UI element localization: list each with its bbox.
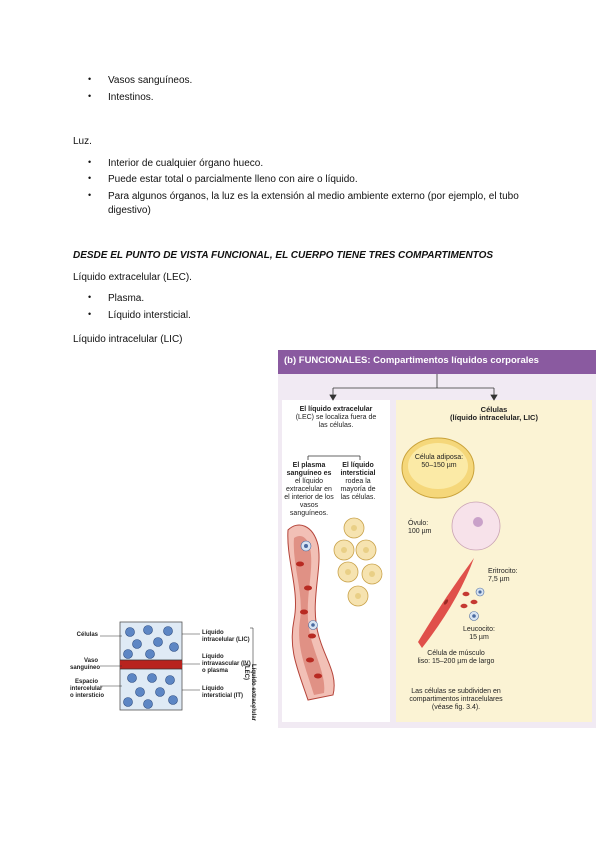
label-liquido: Líquido [202,686,224,692]
figure-title-bar: (b) FUNCIONALES: Compartimentos líquidos… [278,350,596,374]
section-heading: DESDE EL PUNTO DE VISTA FUNCIONAL, EL CU… [73,250,494,261]
bullet: • [88,157,92,167]
list-item-continuation: digestivo) [108,205,151,216]
list-item: Interior de cualquier órgano hueco. [108,158,264,169]
compartment-illustration [100,621,254,711]
label-iv: intravascular (IV) [202,661,251,667]
label-espacio: Espacio [74,679,98,685]
lic-title: Líquido intracelular (LIC) [73,334,183,345]
compartment-diagram: Células Vaso sanguíneo Espacio intercelu… [70,620,270,721]
figure-compartimentos: (b) FUNCIONALES: Compartimentos líquidos… [278,350,596,728]
adipose-label: Célula adiposa:50–150 µm [414,454,464,469]
bullet: • [88,91,92,101]
ovulo-label: Óvulo:100 µm [408,520,432,535]
section-title-luz: Luz. [73,136,92,147]
label-liquido: Líquido [202,630,224,636]
bullet: • [88,173,92,183]
label-intersticio: o intersticio [70,693,105,699]
label-vaso: Vaso [83,658,98,664]
list-item: Intestinos. [108,92,154,103]
bullet: • [88,190,92,200]
list-item: Para algunos órganos, la luz es la exten… [108,191,519,202]
lic-description: Células(líquido intracelular, LIC) [450,405,538,422]
list-item: Plasma. [108,293,145,304]
bullet: • [88,292,92,302]
figure-illustration [287,374,501,701]
label-celulas: Células [76,632,98,638]
label-lic: intracelular (LIC) [202,637,250,643]
label-liquido: Líquido [202,654,224,660]
label-intercelular: intercelular [70,686,103,692]
list-item: Vasos sanguíneos. [108,75,193,86]
list-item: Líquido intersticial. [108,310,191,321]
list-item: Puede estar total o parcialmente lleno c… [108,174,358,185]
label-lec-vertical: Líquido extracelular(LEC) [243,664,256,722]
eritrocito-label: Eritrocito:7,5 µm [488,568,518,583]
figure-title: (b) FUNCIONALES: Compartimentos líquidos… [284,355,539,366]
label-it: intersticial (IT) [202,693,244,699]
leucocito-label: Leucocito:15 µm [463,626,495,641]
bullet: • [88,74,92,84]
label-plasma: o plasma [202,668,229,674]
lec-description: El líquido extracelular(LEC) se localiza… [295,406,377,429]
lec-title: Líquido extracelular (LEC). [73,272,192,283]
bullet: • [88,309,92,319]
label-sanguineo: sanguíneo [70,665,101,671]
